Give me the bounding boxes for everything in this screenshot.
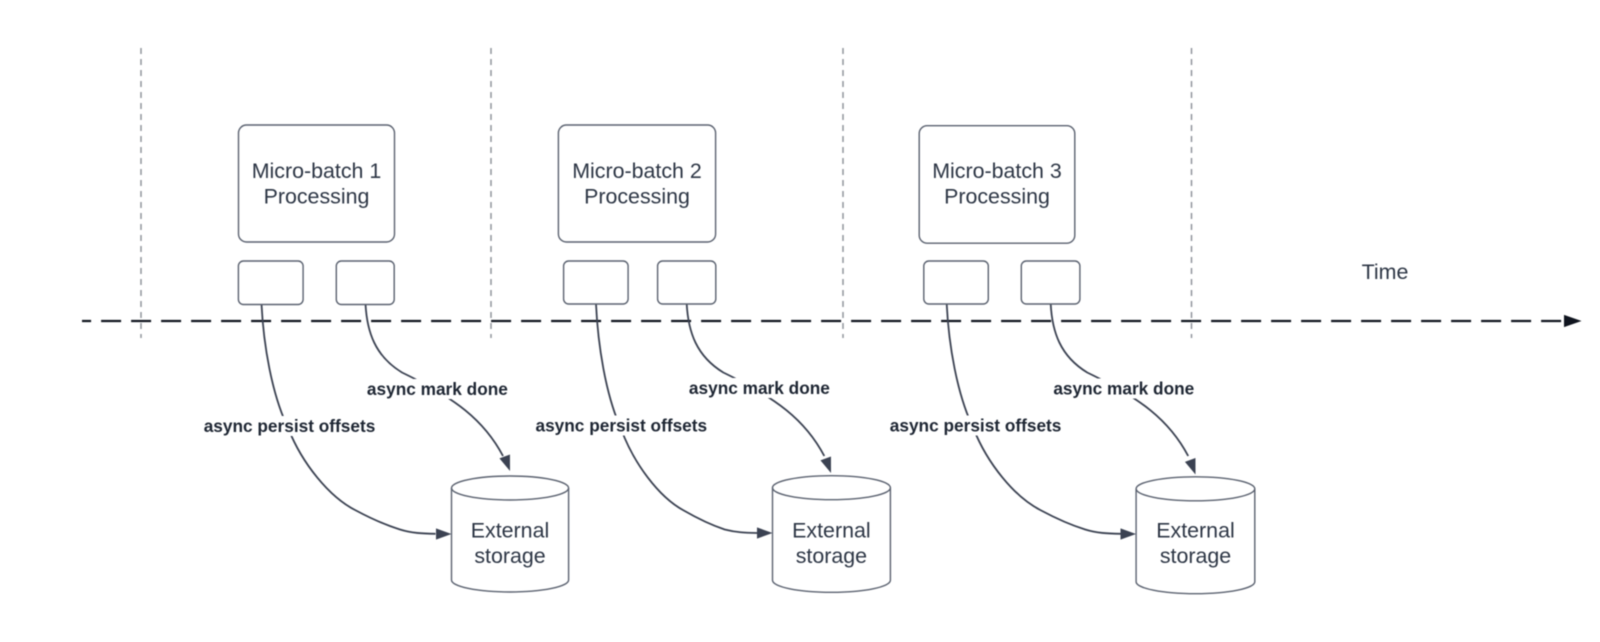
svg-text:Processing: Processing bbox=[944, 185, 1050, 209]
svg-text:External: External bbox=[1156, 518, 1234, 542]
svg-text:Micro-batch 3: Micro-batch 3 bbox=[932, 159, 1062, 183]
svg-text:storage: storage bbox=[796, 544, 867, 568]
svg-text:async mark done: async mark done bbox=[367, 379, 508, 399]
svg-text:External: External bbox=[792, 518, 870, 542]
svg-text:Time: Time bbox=[1362, 260, 1409, 284]
svg-text:async persist offsets: async persist offsets bbox=[890, 416, 1062, 436]
svg-text:async persist offsets: async persist offsets bbox=[535, 416, 707, 436]
svg-text:Micro-batch 2: Micro-batch 2 bbox=[572, 159, 702, 183]
svg-text:async persist offsets: async persist offsets bbox=[204, 416, 376, 436]
svg-text:Processing: Processing bbox=[584, 185, 690, 209]
svg-text:async mark done: async mark done bbox=[1053, 379, 1194, 399]
svg-text:Processing: Processing bbox=[264, 185, 370, 209]
svg-text:Micro-batch 1: Micro-batch 1 bbox=[252, 159, 382, 183]
svg-text:External: External bbox=[471, 518, 549, 542]
svg-text:storage: storage bbox=[1160, 544, 1231, 568]
svg-text:storage: storage bbox=[474, 544, 545, 568]
svg-text:async mark done: async mark done bbox=[689, 378, 830, 398]
